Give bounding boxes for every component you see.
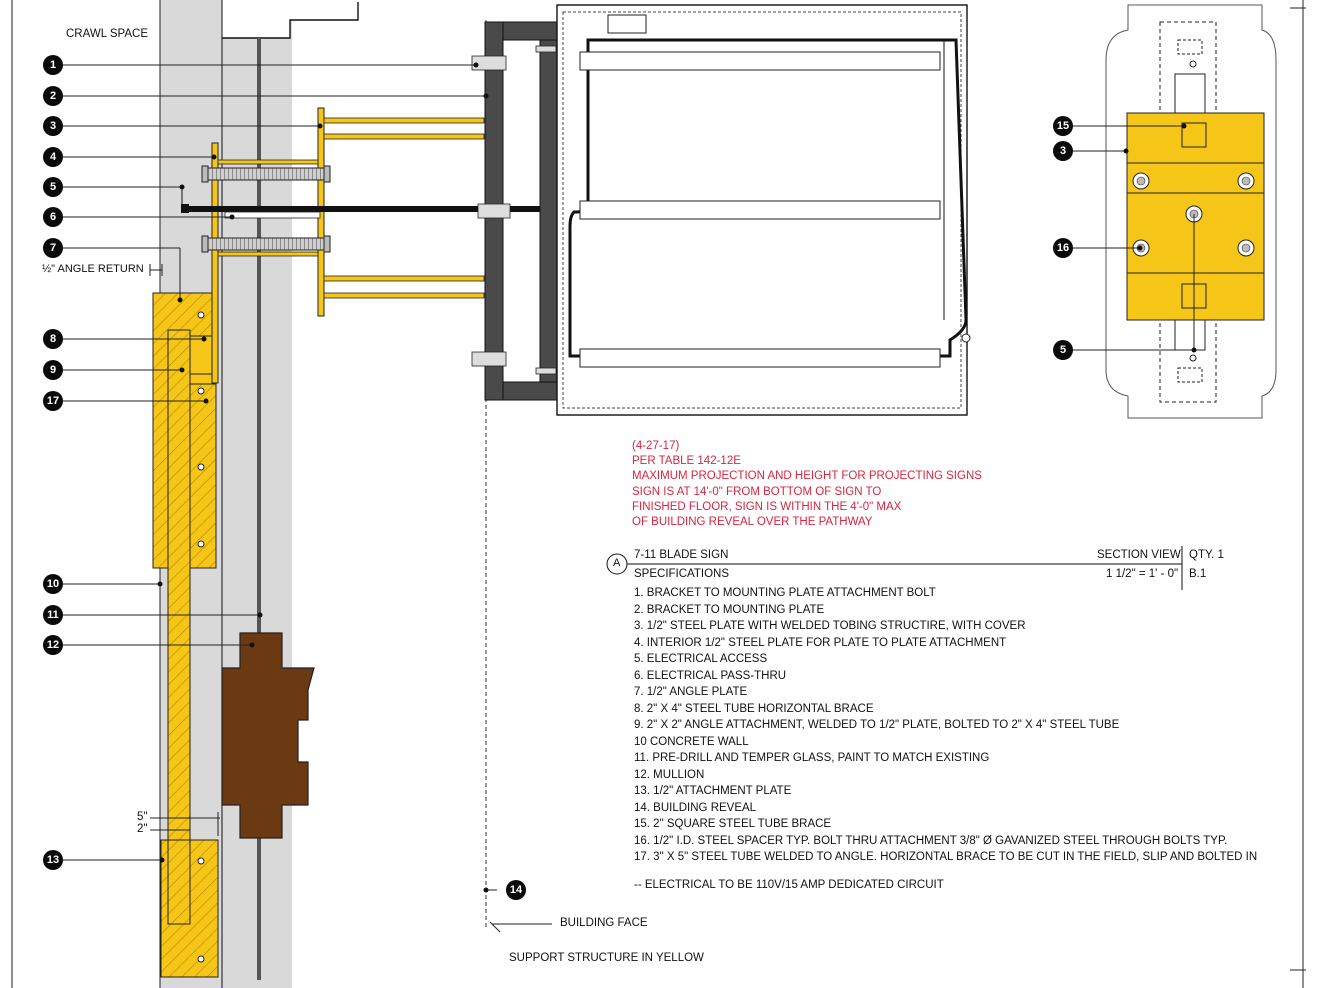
dim-5-label: 5": [137, 811, 148, 823]
sheet-title: 7-11 BLADE SIGN: [634, 549, 729, 561]
callout-14: 14: [506, 880, 526, 900]
callout-6: 6: [43, 207, 63, 227]
spec-item: 5. ELECTRICAL ACCESS: [634, 653, 768, 665]
scale-label: 1 1/2" = 1' - 0": [1106, 568, 1179, 580]
glass-pane: [257, 38, 261, 980]
code-note-line: (4-27-17): [632, 440, 680, 452]
spec-item: 15. 2" SQUARE STEEL TUBE BRACE: [634, 818, 832, 830]
view-label: SECTION VIEW: [1097, 549, 1181, 561]
spec-item: 4. INTERIOR 1/2" STEEL PLATE FOR PLATE T…: [634, 636, 1007, 649]
plan-callout-5: 5: [1053, 340, 1073, 360]
code-note: (4-27-17) PER TABLE 142-12E MAXIMUM PROJ…: [632, 439, 982, 530]
callout-4: 4: [43, 147, 63, 167]
callout-8: 8: [43, 329, 63, 349]
spec-item: 11. PRE-DRILL AND TEMPER GLASS, PAINT TO…: [634, 752, 990, 764]
sheet-ref: B.1: [1189, 568, 1207, 580]
callout-13: 13: [43, 850, 63, 870]
specifications-heading: SPECIFICATIONS: [634, 568, 729, 580]
code-note-line: SIGN IS AT 14'-0" FROM BOTTOM OF SIGN TO: [632, 485, 882, 498]
code-note-line: PER TABLE 142-12E: [632, 455, 741, 468]
spec-item: 17. 3" X 5" STEEL TUBE WELDED TO ANGLE. …: [634, 851, 1258, 863]
callout-12: 12: [43, 635, 63, 655]
callout-1: 1: [43, 55, 63, 75]
spec-item: 1. BRACKET TO MOUNTING PLATE ATTACHMENT …: [634, 587, 936, 599]
spec-item: 6. ELECTRICAL PASS-THRU: [634, 669, 787, 682]
spec-item: 3. 1/2" STEEL PLATE WITH WELDED TOBING S…: [634, 620, 1026, 632]
callout-9: 9: [43, 360, 63, 380]
callout-3: 3: [43, 116, 63, 136]
crawl-space-label: CRAWL SPACE: [66, 28, 149, 40]
specifications-list: 1. BRACKET TO MOUNTING PLATE ATTACHMENT …: [634, 585, 1257, 866]
plan-callout-3: 3: [1053, 141, 1073, 161]
electrical-note: -- ELECTRICAL TO BE 110V/15 AMP DEDICATE…: [634, 879, 944, 891]
spec-item: 13. 1/2" ATTACHMENT PLATE: [634, 785, 792, 797]
spec-item: 9. 2" X 2" ANGLE ATTACHMENT, WELDED TO 1…: [634, 719, 1120, 731]
spec-item: 8. 2" X 4" STEEL TUBE HORIZONTAL BRACE: [634, 702, 874, 715]
angle-return-label: ½" ANGLE RETURN: [42, 263, 144, 275]
steel-tube-brace: [189, 335, 213, 375]
qty-label: QTY. 1: [1189, 549, 1224, 561]
spec-item: 10 CONCRETE WALL: [634, 735, 749, 748]
spec-item: 12. MULLION: [634, 768, 705, 781]
dim-2-label: 2": [137, 823, 148, 835]
mullion: [221, 632, 315, 839]
callout-5: 5: [43, 177, 63, 197]
callout-10: 10: [43, 574, 63, 594]
code-note-line: OF BUILDING REVEAL OVER THE PATHWAY: [632, 516, 873, 529]
spec-item: 2. BRACKET TO MOUNTING PLATE: [634, 603, 825, 616]
spec-item: 16. 1/2" I.D. STEEL SPACER TYP. BOLT THR…: [634, 834, 1228, 847]
spec-item: 7. 1/2" ANGLE PLATE: [634, 686, 748, 698]
support-structure-note: SUPPORT STRUCTURE IN YELLOW: [509, 952, 704, 964]
building-face-label: BUILDING FACE: [560, 917, 648, 929]
callout-2: 2: [43, 86, 63, 106]
interior-plate: [211, 142, 219, 384]
callout-7: 7: [43, 238, 63, 258]
plan-callout-15: 15: [1053, 116, 1073, 136]
floor-edge: [222, 0, 360, 38]
sign-cabinet: [556, 4, 971, 416]
plan-callout-16: 16: [1053, 238, 1073, 258]
spec-item: 14. BUILDING REVEAL: [634, 801, 757, 814]
plan-view: [1105, 4, 1277, 419]
callout-11: 11: [43, 605, 63, 625]
detail-marker: A: [613, 557, 621, 569]
code-note-line: FINISHED FLOOR, SIGN IS WITHIN THE 4'-0"…: [632, 500, 902, 513]
code-note-line: MAXIMUM PROJECTION AND HEIGHT FOR PROJEC…: [632, 470, 982, 483]
callout-17: 17: [43, 391, 63, 411]
